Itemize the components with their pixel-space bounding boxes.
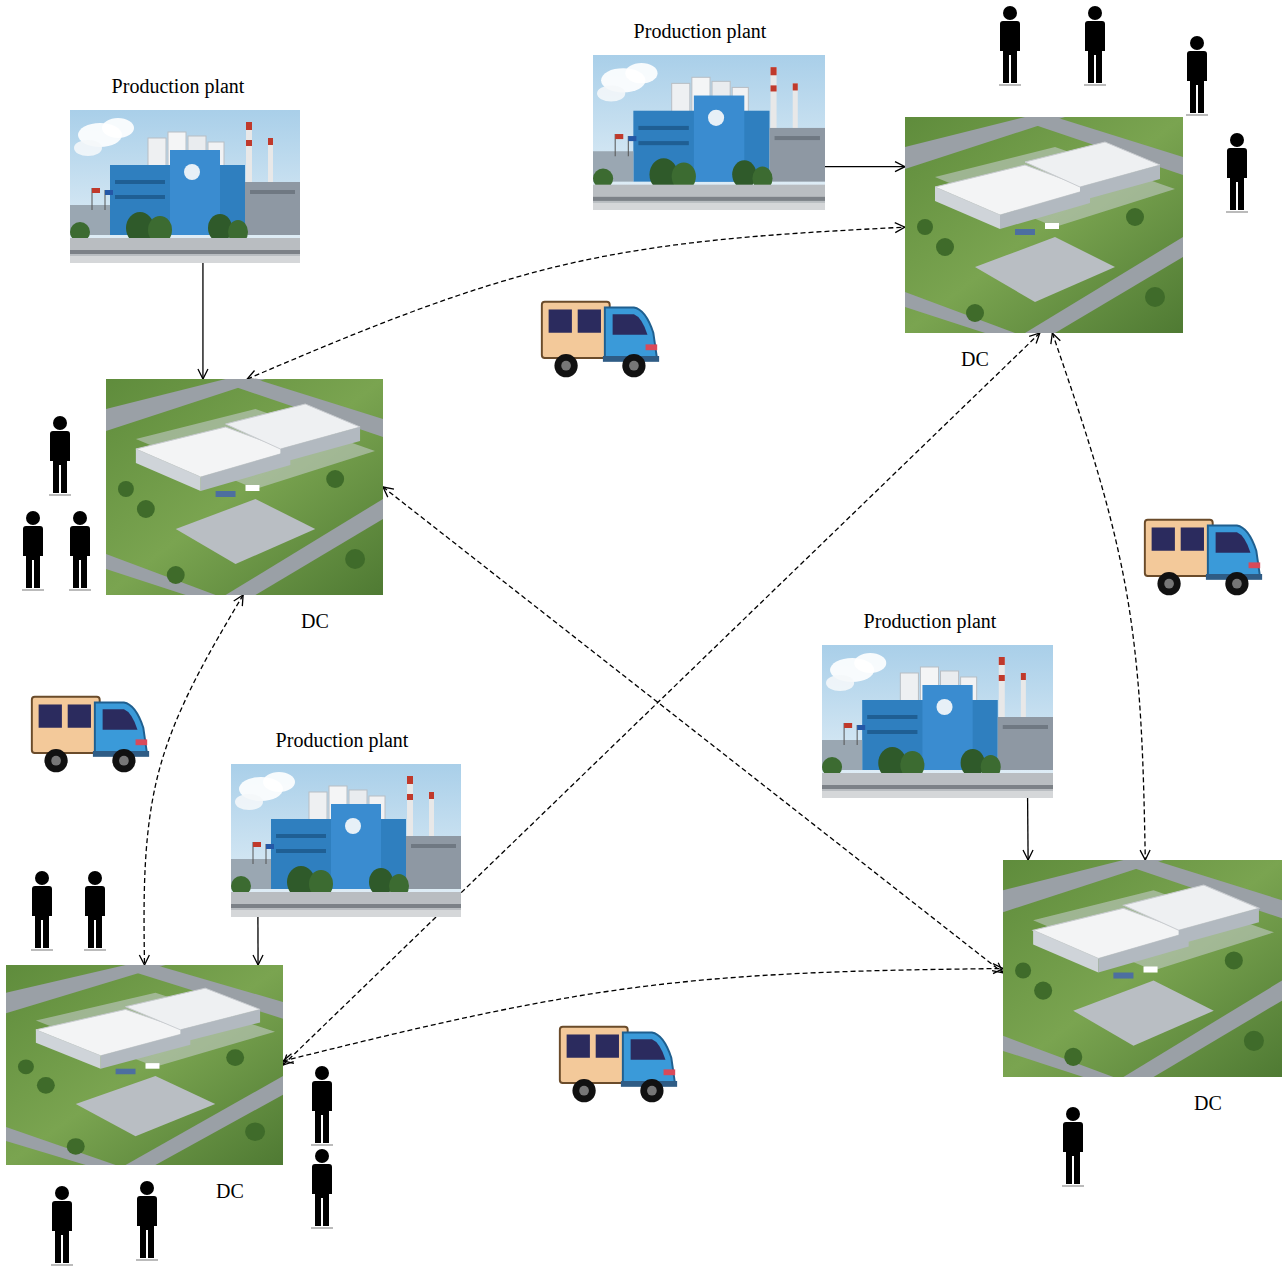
transport-route	[1052, 333, 1145, 860]
supply-arrow	[202, 263, 203, 379]
person-icon	[999, 6, 1021, 86]
truck-icon	[542, 302, 659, 378]
distribution-center: DC	[1003, 860, 1282, 1115]
plant-picture	[231, 764, 461, 917]
picture-image	[70, 110, 300, 263]
production-plant: Production plant	[231, 728, 461, 917]
node-label: DC	[1003, 1091, 1282, 1115]
picture-svg	[593, 55, 825, 210]
warehouse-picture	[106, 379, 383, 595]
node-label: Production plant	[822, 609, 1053, 633]
picture-image	[6, 965, 283, 1165]
person-icon	[1062, 1107, 1084, 1187]
node-label: Production plant	[70, 74, 300, 98]
warehouse-picture	[6, 965, 283, 1165]
picture-svg	[231, 764, 461, 917]
label-text: Production plant	[862, 609, 999, 633]
plant-picture	[70, 110, 300, 263]
label-text: DC	[1192, 1091, 1224, 1115]
picture-svg	[822, 645, 1053, 798]
label-text: Production plant	[110, 74, 247, 98]
warehouse-picture	[1003, 860, 1282, 1077]
person-icon	[69, 511, 91, 591]
supply-arrow	[825, 166, 905, 167]
production-plant: Production plant	[593, 19, 825, 210]
label-text: Production plant	[274, 728, 411, 752]
person-icon	[22, 511, 44, 591]
picture-image	[106, 379, 383, 595]
label-text: DC	[299, 609, 331, 633]
picture-svg	[1003, 860, 1282, 1077]
distribution-center: DC	[6, 965, 283, 1203]
person-icon	[31, 871, 53, 951]
picture-svg	[70, 110, 300, 263]
node-label: Production plant	[231, 728, 461, 752]
production-plant: Production plant	[70, 74, 300, 263]
picture-image	[905, 117, 1183, 333]
person-icon	[1226, 133, 1248, 213]
plant-picture	[822, 645, 1053, 798]
picture-svg	[6, 965, 283, 1165]
truck-icon	[1145, 520, 1262, 596]
node-label: DC	[106, 609, 383, 633]
label-text: DC	[959, 347, 991, 371]
truck-icon	[32, 697, 149, 773]
distribution-center: DC	[106, 379, 383, 633]
picture-image	[1003, 860, 1282, 1077]
picture-svg	[106, 379, 383, 595]
person-icon	[136, 1181, 158, 1261]
person-icon	[49, 416, 71, 496]
person-icon	[1186, 36, 1208, 116]
person-icon	[311, 1066, 333, 1146]
node-label: DC	[6, 1179, 283, 1203]
picture-image	[822, 645, 1053, 798]
distribution-center: DC	[905, 117, 1183, 371]
transport-route	[283, 969, 1003, 1062]
picture-image	[231, 764, 461, 917]
transport-route	[144, 595, 243, 965]
plant-picture	[593, 55, 825, 210]
picture-svg	[905, 117, 1183, 333]
node-label: DC	[905, 347, 1183, 371]
person-icon	[84, 871, 106, 951]
warehouse-picture	[905, 117, 1183, 333]
production-plant: Production plant	[822, 609, 1053, 798]
supply-arrow	[257, 917, 258, 965]
person-icon	[51, 1186, 73, 1266]
label-text: DC	[214, 1179, 246, 1203]
picture-image	[593, 55, 825, 210]
label-text: Production plant	[632, 19, 769, 43]
node-label: Production plant	[593, 19, 825, 43]
supply-arrow	[1027, 798, 1029, 860]
transport-route	[247, 227, 905, 379]
person-icon	[311, 1149, 333, 1229]
person-icon	[1084, 6, 1106, 86]
truck-icon	[560, 1027, 677, 1103]
